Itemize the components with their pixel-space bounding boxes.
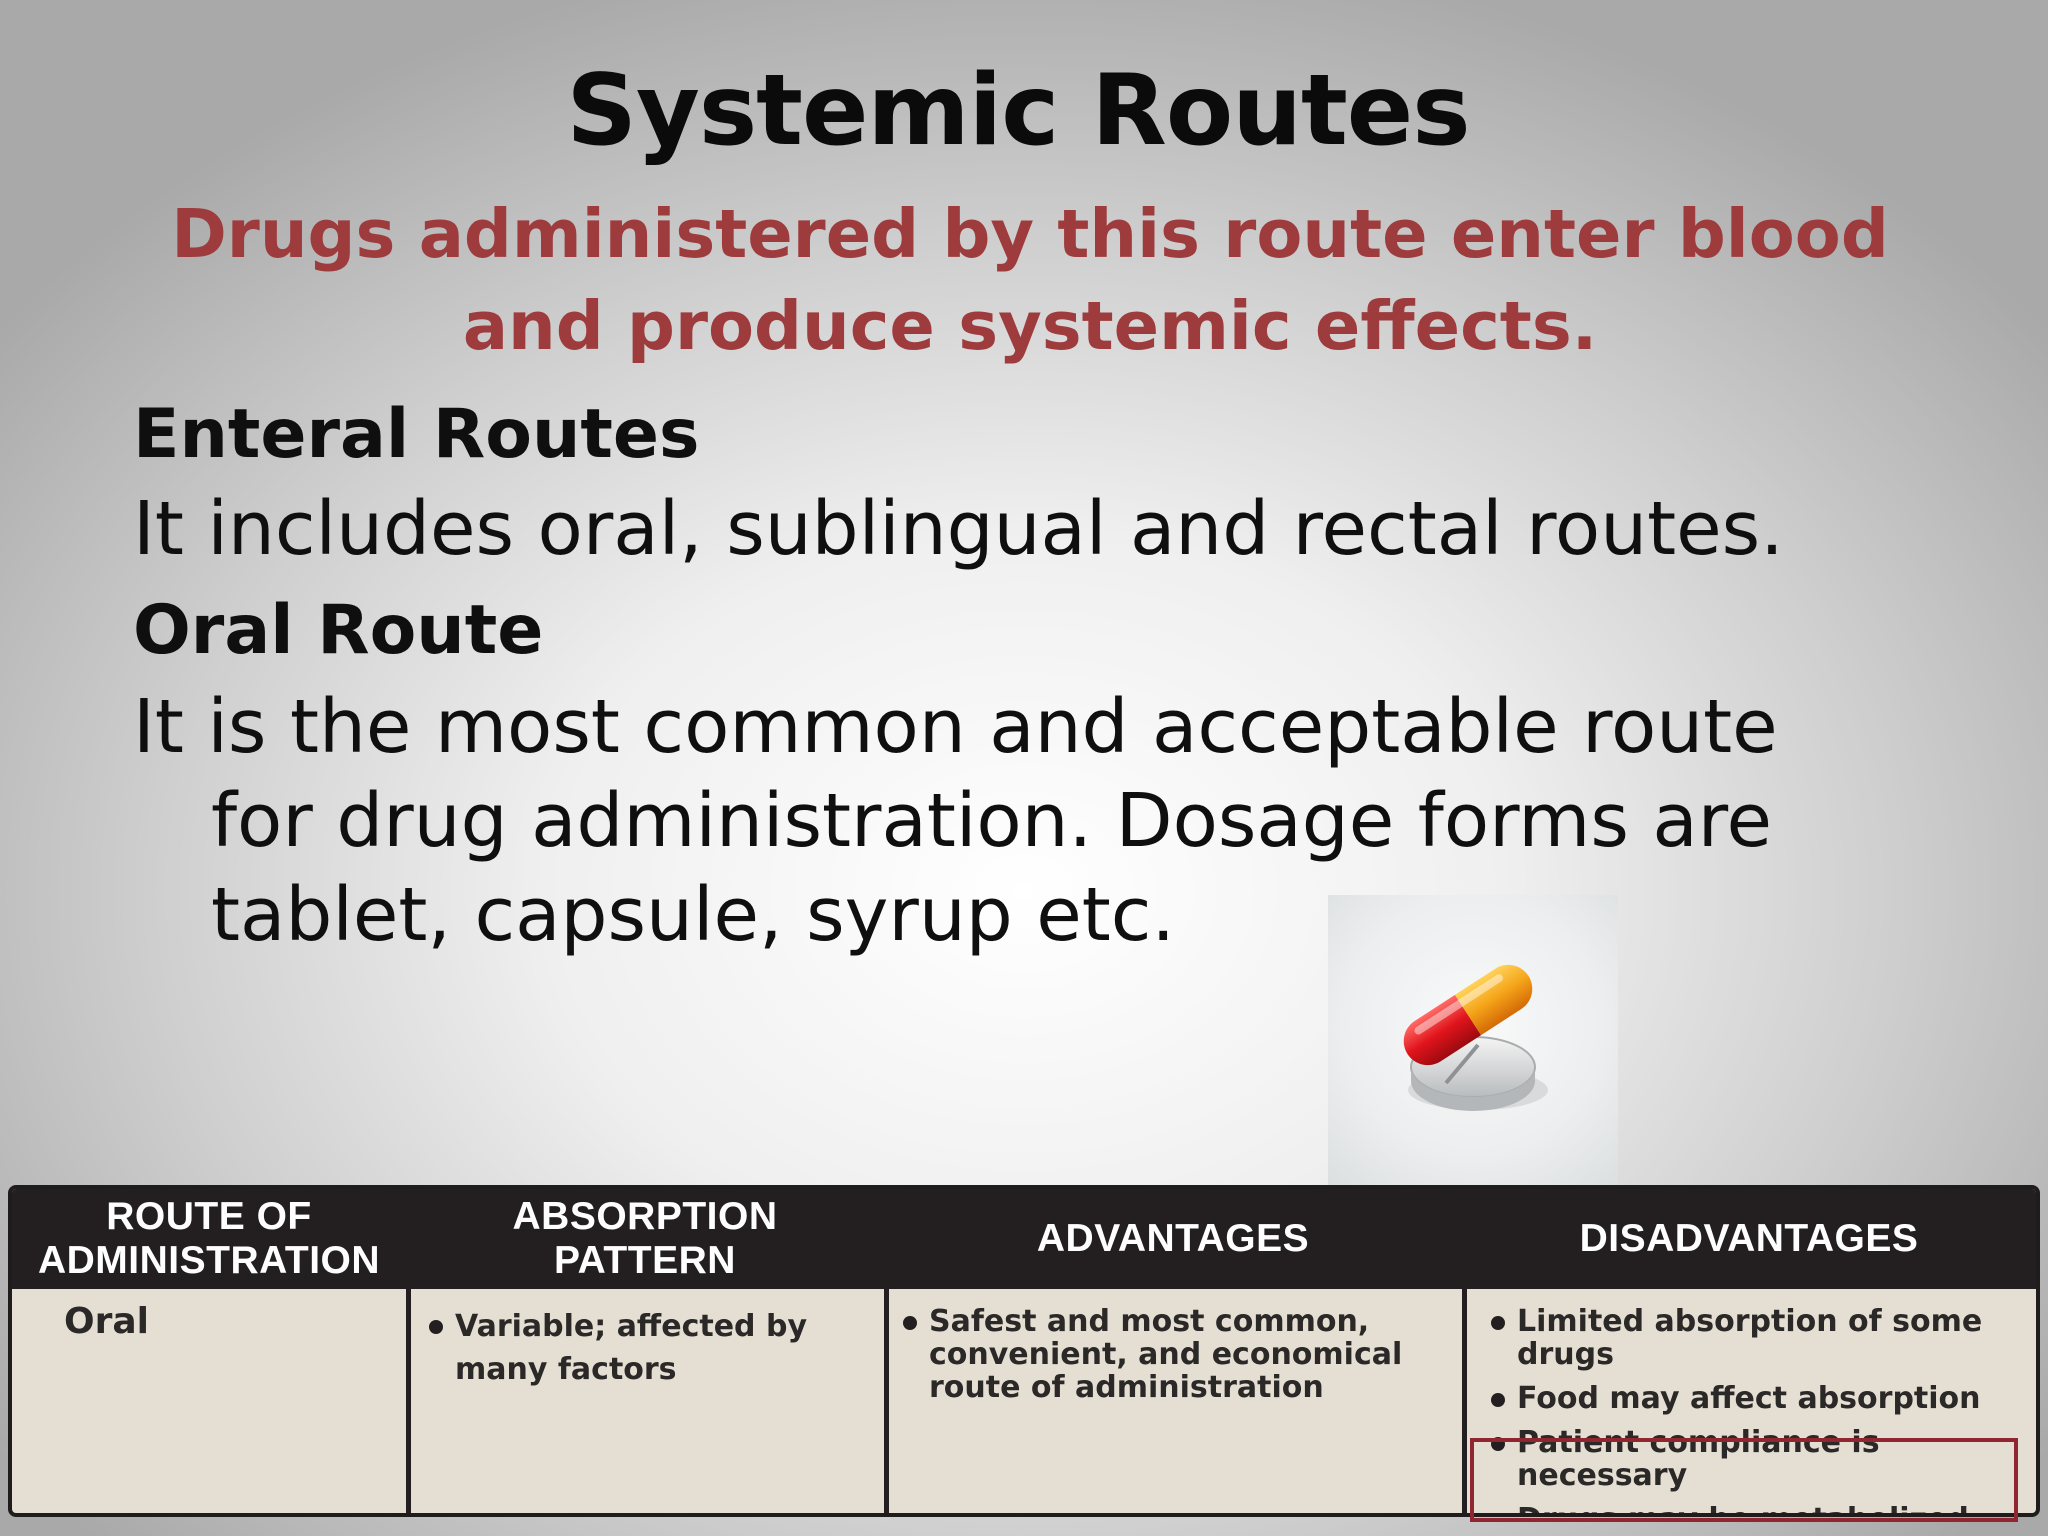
table-header: ROUTE OF ADMINISTRATION ABSORPTION PATTE… (12, 1189, 2036, 1289)
pill-capsule-tablet-icon (1403, 964, 1548, 1111)
disadvantage-item: Food may affect absorption (1487, 1382, 2036, 1415)
cell-absorption: Variable; affected by many factors (406, 1289, 884, 1513)
header-route-label: ROUTE OF ADMINISTRATION (37, 1195, 381, 1282)
pill-image (1328, 895, 1618, 1185)
enteral-routes-heading: Enteral Routes (133, 395, 700, 474)
disadvantage-item: Limited absorption of some drugs (1487, 1305, 2036, 1371)
advantage-item: Safest and most common, convenient, and … (899, 1305, 1462, 1404)
header-disadvantages-label: DISADVANTAGES (1579, 1217, 1919, 1260)
routes-table: ROUTE OF ADMINISTRATION ABSORPTION PATTE… (8, 1185, 2040, 1517)
cell-route: Oral (64, 1301, 149, 1342)
table-row: Oral Variable; affected by many factors … (12, 1289, 2036, 1513)
header-route: ROUTE OF ADMINISTRATION (12, 1189, 406, 1289)
oral-route-heading: Oral Route (133, 591, 544, 670)
enteral-routes-text: It includes oral, sublingual and rectal … (133, 486, 1784, 572)
header-advantages: ADVANTAGES (884, 1189, 1462, 1289)
disadvantage-item: Patient compliance is necessary (1487, 1426, 2036, 1492)
header-absorption-label: ABSORPTION PATTERN (512, 1195, 778, 1282)
slide-body: Enteral Routes It includes oral, subling… (133, 392, 1853, 962)
cell-advantages: Safest and most common, convenient, and … (884, 1289, 1462, 1513)
header-disadvantages: DISADVANTAGES (1462, 1189, 2036, 1289)
cell-disadvantages: Limited absorption of some drugs Food ma… (1462, 1289, 2036, 1513)
slide-title: Systemic Routes (566, 54, 1470, 168)
header-advantages-label: ADVANTAGES (1036, 1217, 1310, 1260)
oral-route-text: It is the most common and acceptable rou… (133, 684, 1778, 958)
header-absorption: ABSORPTION PATTERN (406, 1189, 884, 1289)
slide-subtitle: Drugs administered by this route enter b… (171, 195, 1889, 365)
disadvantage-item-highlighted: Drugs may be metabolized before systemic… (1487, 1503, 2036, 1513)
absorption-item: Variable; affected by many factors (425, 1305, 884, 1391)
highlight-box (1470, 1438, 2018, 1522)
